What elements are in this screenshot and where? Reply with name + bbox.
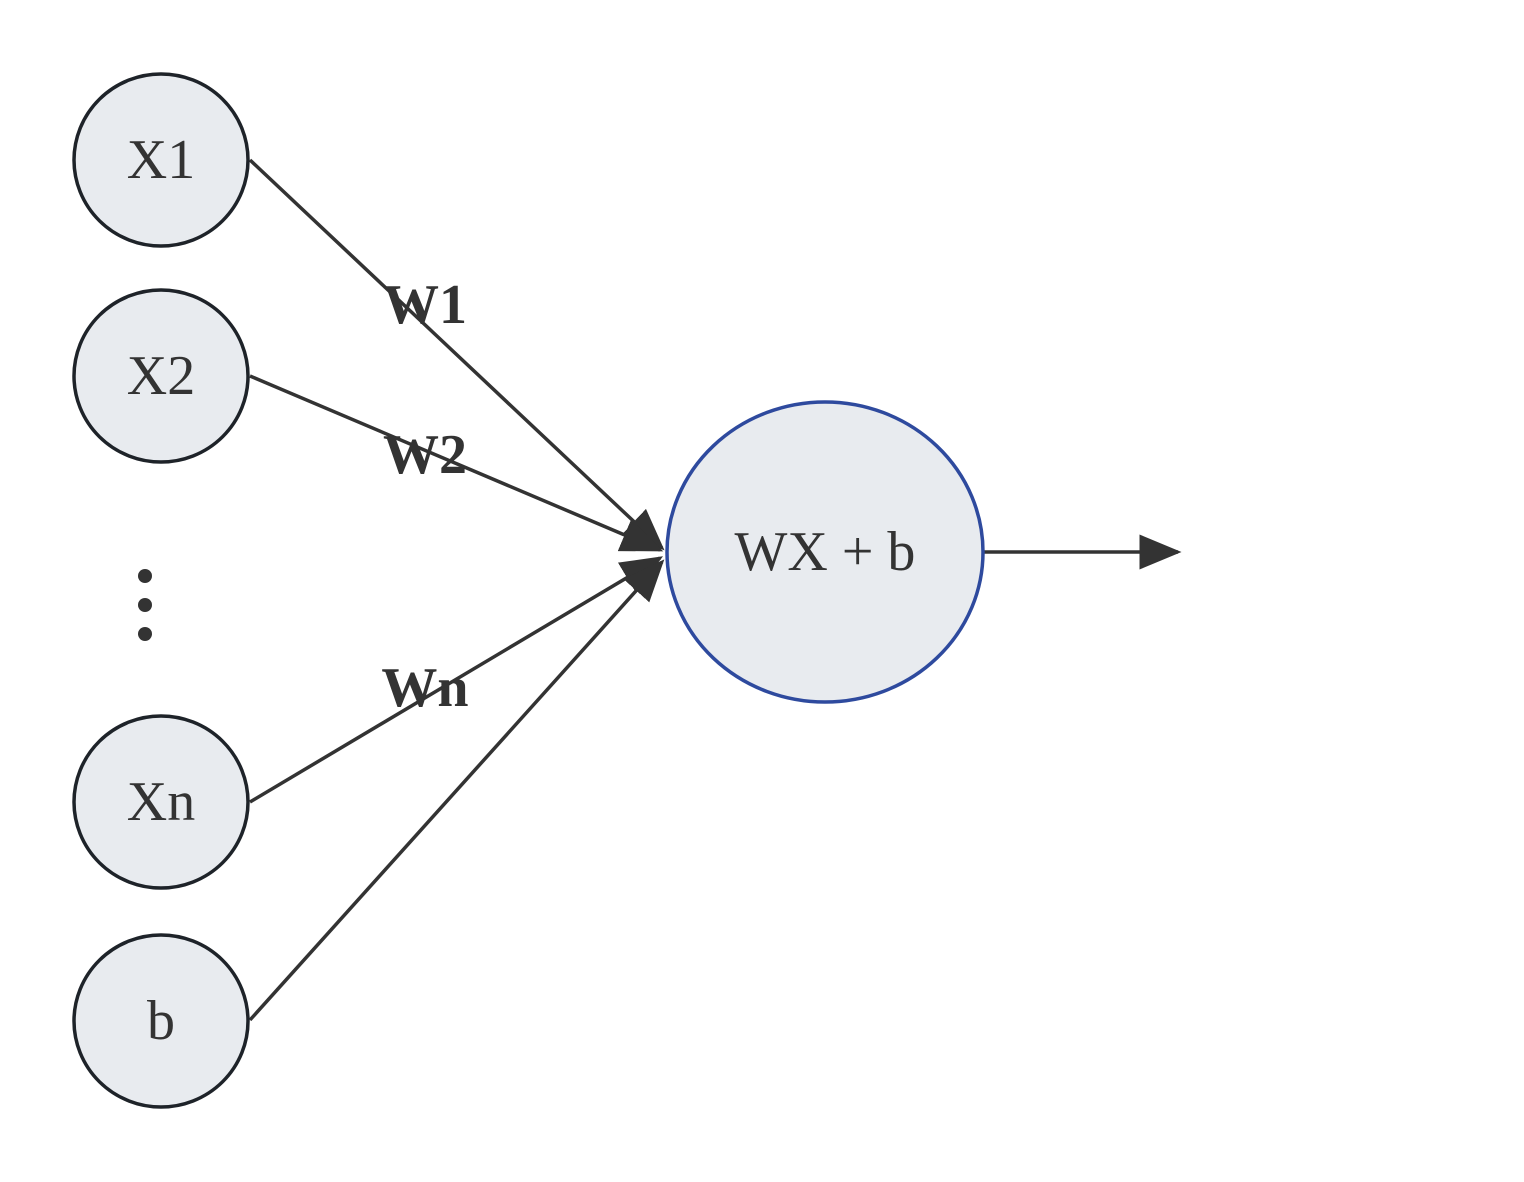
vertical-ellipsis-icon [138,569,152,641]
input-node-label: Xn [127,771,195,833]
edge-b-to-neuron [248,559,665,1022]
input-node-x2: X2 [72,288,250,464]
neuron-node: WX + b [665,400,985,704]
input-node-x1: X1 [72,72,250,248]
input-node-label: b [147,990,175,1052]
input-node-b: b [72,933,250,1109]
weight-label-w1: W1 [383,274,467,336]
input-node-label: X2 [127,345,195,407]
weight-label-w2: W2 [383,424,467,486]
edge-xn-to-neuron [249,556,664,804]
weight-label-wn: Wn [381,657,468,719]
edge-x2-to-neuron [249,374,664,552]
neuron-label: WX + b [735,521,916,583]
input-node-label: X1 [127,129,195,191]
edge-x1-to-neuron [248,158,665,551]
input-node-xn: Xn [72,714,250,890]
